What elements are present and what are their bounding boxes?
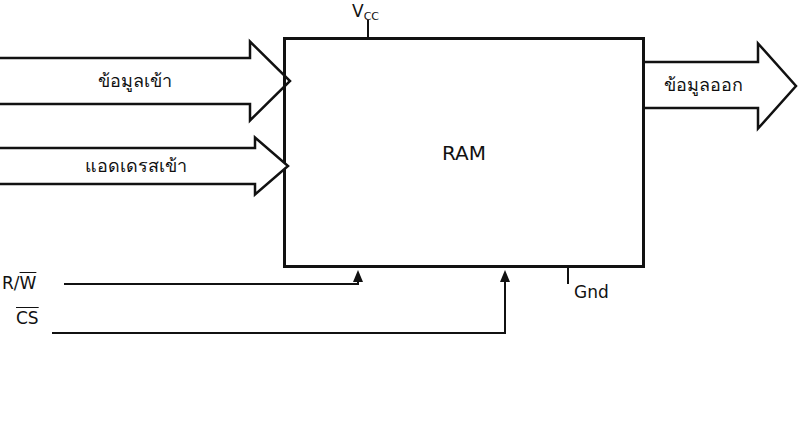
subscript: CC [364,10,379,23]
arrow-text-area: ข้อมูลออก [651,62,755,108]
arrow-shape [0,138,288,195]
arrow-text-area: แอดเดรสเข้า [24,148,248,184]
data-in-arrow: ข้อมูลเข้า [0,40,292,122]
rw-arrowhead [353,270,363,282]
box-title: RAM [442,141,486,165]
arrow-label: ข้อมูลออก [664,74,743,96]
cs-wire [52,281,505,333]
arrow-text-area: ข้อมูลเข้า [30,58,240,104]
gnd-pin-label: Gnd [574,282,609,302]
rw-pin-label: R/W [2,273,36,293]
arrow-shape [645,44,796,129]
active-low-bar: W [20,273,37,293]
cs-arrowhead [500,270,510,282]
gnd-wire [567,268,569,284]
rw-wire [64,281,358,284]
arrow-label: แอดเดรสเข้า [85,155,187,177]
arrow-shape [0,42,290,121]
data-out-arrow: ข้อมูลออก [645,42,798,130]
ram-block: RAM [283,37,645,268]
arrow-label: ข้อมูลเข้า [98,70,172,92]
cs-pin-label: CS [16,308,39,328]
active-low-bar: CS [16,308,39,328]
address-in-arrow: แอดเดรสเข้า [0,136,290,196]
vcc-pin-label: VCC [352,1,379,23]
